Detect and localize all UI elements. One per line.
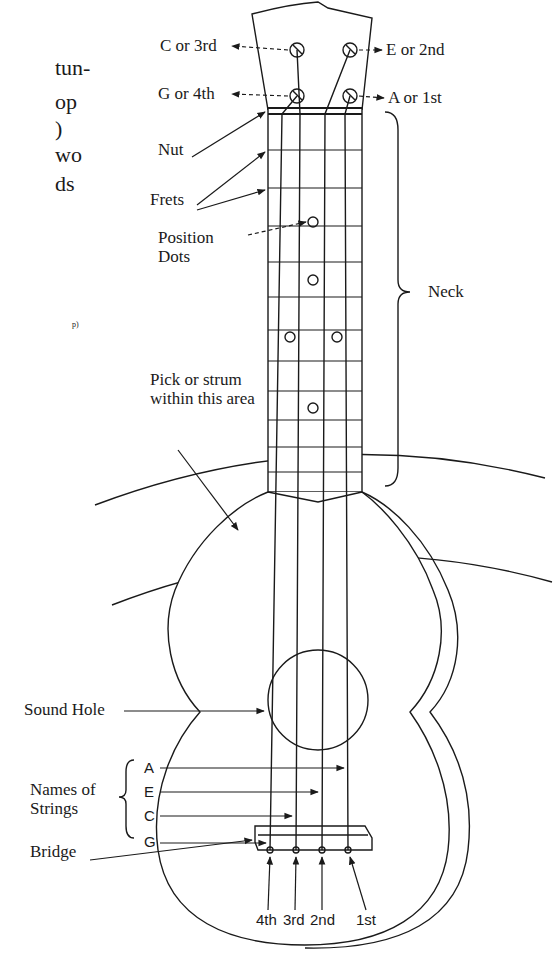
peg-label: C or 3rd [160, 36, 217, 55]
string-name: A [144, 760, 154, 776]
part-label: Nut [158, 140, 184, 159]
page-fragment: ds [55, 172, 115, 196]
string-name: G [144, 834, 156, 850]
part-label: Frets [150, 190, 184, 209]
page-fragment: p) [72, 320, 102, 329]
part-label: Bridge [30, 842, 76, 861]
peg-label: G or 4th [158, 84, 215, 103]
page-fragment: ) [55, 117, 115, 141]
string-number: 3rd [283, 912, 305, 928]
peg-label: E or 2nd [386, 40, 445, 59]
part-label: Position Dots [158, 228, 244, 266]
part-label: Neck [428, 282, 464, 301]
string-name: E [144, 784, 154, 800]
string-name: C [144, 808, 155, 824]
part-label: Sound Hole [24, 700, 105, 719]
page-fragment: tun- [55, 56, 115, 80]
page-fragment: wo [55, 143, 115, 167]
part-label: Pick or strum within this area [150, 370, 276, 408]
string-number: 4th [256, 912, 277, 928]
string-number: 2nd [310, 912, 335, 928]
peg-label: A or 1st [388, 88, 442, 107]
part-label: Names of Strings [30, 780, 112, 818]
string-number: 1st [356, 912, 376, 928]
page-fragment: op [55, 90, 115, 114]
